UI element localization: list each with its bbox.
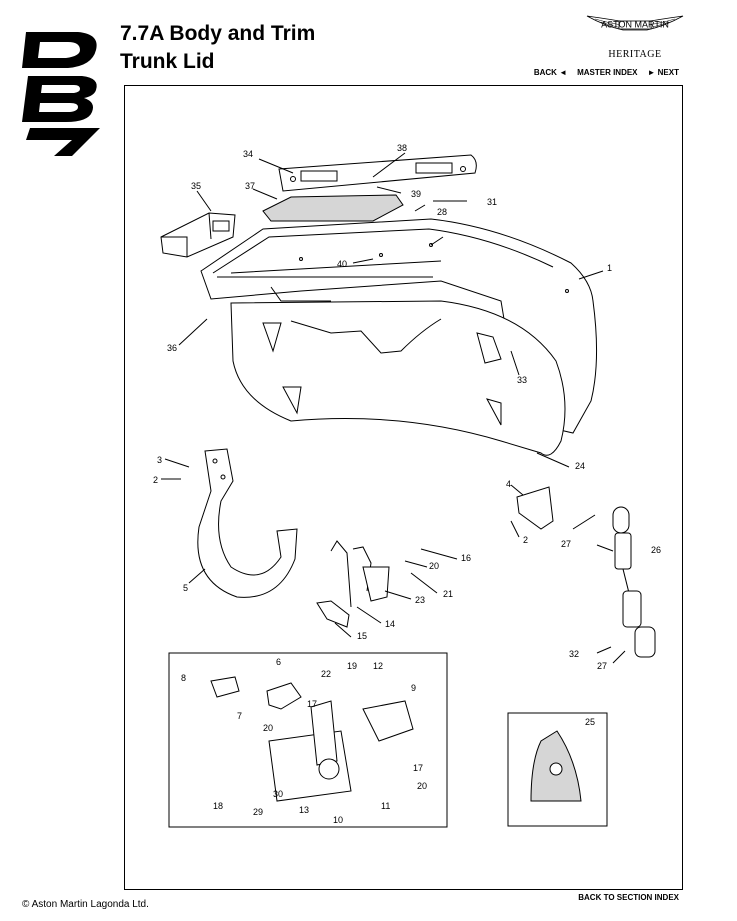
callout-17a: 17 [307, 699, 317, 709]
part-35-lamp [160, 212, 236, 258]
callout-36: 36 [167, 343, 177, 353]
callout-7: 7 [237, 711, 242, 721]
page-title: 7.7A Body and Trim Trunk Lid [120, 20, 315, 76]
part-26-gas-strut [612, 506, 656, 658]
brand-text: ASTON MARTIN [601, 20, 669, 30]
callout-26: 26 [651, 545, 661, 555]
part-9-actuator [362, 700, 414, 742]
callout-27a: 27 [561, 539, 571, 549]
callout-20b: 20 [263, 723, 273, 733]
callout-24: 24 [575, 461, 585, 471]
callout-39: 39 [411, 189, 421, 199]
callout-25: 25 [585, 717, 595, 727]
part-15-clip [316, 600, 350, 628]
callout-10: 10 [333, 815, 343, 825]
callout-11: 11 [381, 801, 390, 811]
callout-22: 22 [321, 669, 331, 679]
part-1-trunk-lid [200, 218, 598, 434]
copyright: © Aston Martin Lagonda Ltd. [22, 899, 149, 910]
callout-30: 30 [273, 789, 283, 799]
title-line2: Trunk Lid [120, 50, 215, 73]
callout-33: 33 [517, 375, 527, 385]
db7-logo [22, 32, 100, 156]
diagram-frame: 1 2 2 3 4 5 6 7 8 9 10 11 12 13 14 15 16… [124, 85, 683, 890]
part-14-release-rod [330, 540, 390, 608]
next-link[interactable]: ► NEXT [647, 68, 679, 77]
callout-23: 23 [415, 595, 425, 605]
back-to-section-index-link[interactable]: BACK TO SECTION INDEX [578, 893, 679, 902]
callout-labels: 1 2 2 3 4 5 6 7 8 9 10 11 12 13 14 15 16… [153, 143, 661, 825]
callout-1: 1 [607, 263, 612, 273]
callout-14: 14 [385, 619, 395, 629]
part-37-plate [262, 194, 404, 222]
callout-8: 8 [181, 673, 186, 683]
callout-29: 29 [253, 807, 263, 817]
callout-13: 13 [299, 805, 309, 815]
heritage-label: HERITAGE [608, 49, 662, 60]
callout-9: 9 [411, 683, 416, 693]
back-link[interactable]: BACK ◄ [533, 68, 568, 77]
callout-16: 16 [461, 553, 471, 563]
callout-37: 37 [245, 181, 255, 191]
callout-32: 32 [569, 649, 579, 659]
wings-icon: ASTON MARTIN [586, 15, 684, 31]
seal-inset [507, 712, 608, 827]
page-navigation: BACK ◄ MASTER INDEX ► NEXT [534, 68, 679, 77]
callout-19: 19 [347, 661, 357, 671]
callout-2b: 2 [523, 535, 528, 545]
callout-20c: 20 [417, 781, 427, 791]
part-4-bracket [516, 486, 554, 530]
part-7-latch [266, 682, 302, 710]
callout-leaders [161, 152, 626, 664]
callout-27b: 27 [597, 661, 607, 671]
callout-40: 40 [337, 259, 347, 269]
trunk-lid-exploded-diagram: 1 2 2 3 4 5 6 7 8 9 10 11 12 13 14 15 16… [153, 143, 661, 828]
lock-assembly-inset [168, 652, 448, 828]
callout-31: 31 [487, 197, 497, 207]
callout-6: 6 [276, 657, 281, 667]
callout-35: 35 [191, 181, 201, 191]
callout-28: 28 [437, 207, 447, 217]
callout-12: 12 [373, 661, 383, 671]
callout-38: 38 [397, 143, 407, 153]
part-5-hinge [197, 448, 298, 598]
part-11-lock-plate [268, 700, 352, 802]
callout-21: 21 [443, 589, 453, 599]
callout-5: 5 [183, 583, 188, 593]
callout-4: 4 [506, 479, 511, 489]
callout-17b: 17 [413, 763, 423, 773]
callout-18: 18 [213, 801, 223, 811]
part-8-bracket [210, 676, 240, 698]
title-line1: 7.7A Body and Trim [120, 22, 316, 45]
callout-15: 15 [357, 631, 367, 641]
callout-20a: 20 [429, 561, 439, 571]
aston-martin-wings-logo: ASTON MARTIN HERITAGE [585, 10, 685, 60]
part-24-trunk-liner [230, 300, 566, 456]
callout-34: 34 [243, 149, 253, 159]
master-index-link[interactable]: MASTER INDEX [577, 68, 638, 77]
callout-3: 3 [157, 455, 162, 465]
callout-2a: 2 [153, 475, 158, 485]
